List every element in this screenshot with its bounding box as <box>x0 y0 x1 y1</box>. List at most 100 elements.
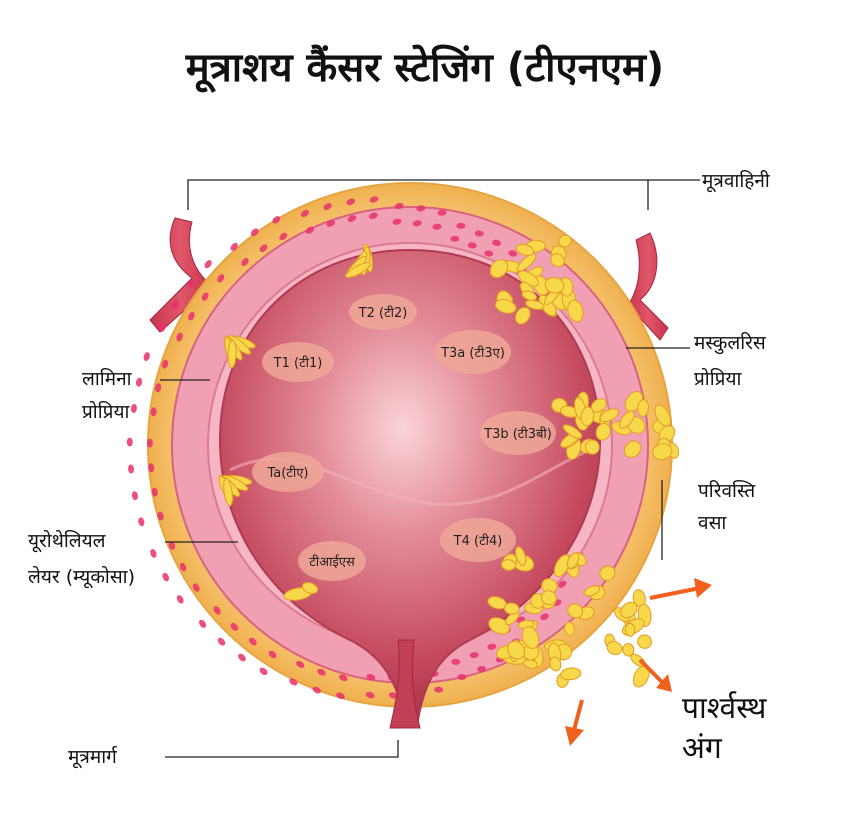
muscle-dot <box>199 619 207 628</box>
muscle-dot <box>143 352 150 361</box>
stage-label-t1: T1 (टी1) <box>273 355 323 371</box>
label-adjacent-1: पार्श्वस्थ <box>682 691 767 726</box>
tumor-cell <box>637 634 652 649</box>
muscle-dot <box>176 595 184 604</box>
muscle-dot <box>369 212 378 219</box>
tumor-cell <box>515 243 535 256</box>
muscle-dot <box>365 691 375 699</box>
label-lamina-1: लामिना <box>82 368 132 390</box>
stage-label-ta: Ta(टीए) <box>266 465 308 481</box>
muscle-dot <box>259 667 268 675</box>
stage-ellipse-tis <box>298 541 366 581</box>
muscle-dot <box>484 250 494 257</box>
tumor-cell <box>562 424 583 439</box>
stage-label-t2: T2 (टी2) <box>358 305 408 321</box>
muscle-dot <box>188 311 195 321</box>
stage-label-t3b: T3b (टी3बी) <box>483 426 552 442</box>
stage-ellipse-t4 <box>440 518 516 562</box>
muscle-dot <box>217 637 226 646</box>
stage-ellipses: T2 (टी2) T1 (टी1) T3a (टी3ए) T3b (टी3बी) Ta(… <box>252 294 556 581</box>
muscle-dot <box>323 203 332 210</box>
tumor-cell <box>345 262 372 278</box>
muscle-dot <box>366 673 376 681</box>
muscle-dot <box>155 383 162 393</box>
tumor-cell <box>301 582 319 594</box>
label-ureter: मूत्रवाहिनी <box>702 170 770 192</box>
muscle-dot <box>474 230 484 237</box>
muscle-dot <box>338 674 348 682</box>
label-muscularis-1: मस्कुलरिस <box>694 332 766 354</box>
tumor-cell <box>620 601 638 619</box>
muscle-dot <box>450 235 460 242</box>
muscle-dot <box>467 242 477 249</box>
muscle-dot <box>487 643 497 650</box>
muscle-dot <box>296 660 305 668</box>
muscle-dot <box>150 407 157 417</box>
tumor-cell <box>564 621 576 637</box>
muscle-dot <box>437 209 447 216</box>
stage-label-t3a: T3a (टी3ए) <box>440 345 505 361</box>
label-urothelial-1: यूरोथेलियल <box>28 530 106 552</box>
stage-label-tis: टीआईएस <box>309 554 355 570</box>
tumor-cell <box>637 399 649 418</box>
muscle-dot <box>217 274 225 283</box>
stage-ellipse-t2 <box>349 294 417 330</box>
muscle-dot <box>157 511 164 521</box>
muscle-dot <box>434 686 444 693</box>
muscle-dot <box>558 580 567 588</box>
tumor-cell <box>624 622 636 637</box>
muscle-dot <box>312 686 321 694</box>
muscle-dot <box>347 215 357 222</box>
tumor-cell <box>622 643 635 657</box>
tumor-cell <box>623 440 642 459</box>
stage-ellipse-ta <box>252 452 324 492</box>
tumor-cell <box>606 640 623 656</box>
right-ureter <box>627 232 669 341</box>
muscle-dot <box>469 652 479 659</box>
muscle-dot <box>131 491 138 501</box>
muscle-dot <box>451 658 461 665</box>
muscle-dot <box>128 464 135 474</box>
tumor-cell <box>553 554 571 578</box>
tumor-cell <box>567 299 584 323</box>
tumor-cell <box>652 443 673 461</box>
stage-ellipse-t1 <box>262 342 334 382</box>
tumor-cell <box>494 299 517 314</box>
muscle-dot <box>161 359 169 369</box>
tumor-cell <box>595 422 611 441</box>
muscle-dot <box>326 219 335 227</box>
muscle-dot <box>248 637 257 646</box>
tumor-cell <box>540 590 557 606</box>
muscle-dot <box>146 438 153 448</box>
tumor-cell <box>599 408 620 423</box>
muscle-dot <box>151 487 158 497</box>
muscle-dot <box>457 673 467 680</box>
label-adjacent-2: अंग <box>682 731 722 766</box>
muscle-dot <box>432 223 442 230</box>
tumor-cell <box>549 656 562 672</box>
tumor-cell <box>567 603 584 619</box>
muscle-dot <box>477 665 487 673</box>
muscle-dot <box>272 216 281 224</box>
muscle-dot <box>394 202 404 210</box>
muscle-dot <box>148 463 155 473</box>
muscle-dot <box>412 220 422 227</box>
tumors <box>218 234 680 688</box>
left-ureter <box>149 217 213 333</box>
muscle-dot <box>213 606 221 615</box>
muscle-dot <box>416 205 426 212</box>
tumor-cell <box>580 406 595 427</box>
muscle-dot <box>230 242 238 251</box>
tumor-cell <box>521 290 538 301</box>
muscle-dot <box>305 226 314 234</box>
label-urothelial-2: लेयर (म्यूकोसा) <box>28 566 136 588</box>
tumor-cell <box>515 546 527 567</box>
muscle-dot <box>159 323 166 332</box>
label-muscularis-2: प्रोप्रिया <box>694 368 742 390</box>
muscle-dot <box>168 541 176 550</box>
muscle-dot <box>192 583 200 592</box>
muscle-dot <box>336 692 345 700</box>
muscle-dot <box>492 239 502 246</box>
tumor-cell <box>488 617 511 635</box>
